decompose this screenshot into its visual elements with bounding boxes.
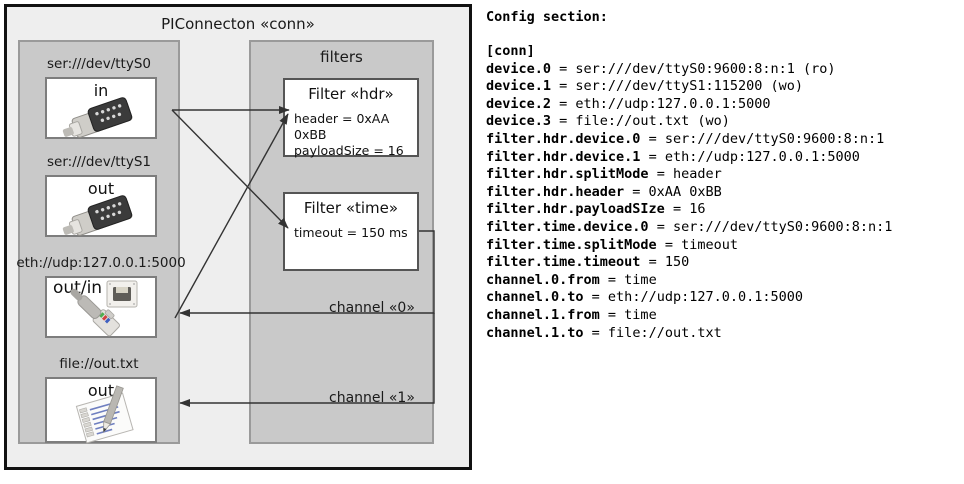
text-file-icon: [75, 385, 134, 444]
device-label-ser-ttys1: ser:///dev/ttyS1: [47, 154, 151, 170]
config-line: channel.1.to = file://out.txt: [486, 325, 892, 343]
config-value: = ser:///dev/ttyS1:115200 (wo): [551, 78, 803, 95]
config-line: filter.time.device.0 = ser:///dev/ttyS0:…: [486, 219, 892, 237]
serial-port-icon: [62, 97, 133, 138]
config-line: filter.hdr.splitMode = header: [486, 166, 892, 184]
config-value: = ser:///dev/ttyS0:9600:8:n:1: [640, 130, 885, 147]
config-section: Config section: [conn]device.0 = ser:///…: [483, 0, 964, 484]
config-value: = 16: [664, 201, 706, 218]
config-key: channel.0.from: [486, 271, 600, 288]
config-value: = eth://udp:127.0.0.1:5000: [551, 95, 771, 112]
config-key: filter.time.splitMode: [486, 236, 657, 253]
config-line: filter.hdr.payloadSIze = 16: [486, 201, 892, 219]
config-key: filter.hdr.header: [486, 183, 625, 200]
config-value: = timeout: [656, 236, 738, 253]
device-direction-label: out/in: [53, 278, 103, 298]
diagram-title: PIConnecton «conn»: [161, 15, 315, 33]
config-key: device.0: [486, 60, 552, 77]
filter-title-time: Filter «time»: [303, 199, 399, 217]
config-value: = 0xAA 0xBB: [624, 183, 722, 200]
device-box-ser-ttys0[interactable]: in: [45, 77, 157, 139]
device-box-eth-udp[interactable]: out/in: [45, 276, 157, 338]
config-key: filter.hdr.device.1: [486, 148, 641, 165]
config-key: filter.time.timeout: [486, 254, 641, 271]
config-line: device.3 = file://out.txt (wo): [486, 113, 892, 131]
filter-title-hdr: Filter «hdr»: [308, 85, 394, 103]
device-label-eth-udp: eth://udp:127.0.0.1:5000: [16, 255, 186, 271]
config-value: = file://out.txt (wo): [551, 113, 730, 130]
config-line: filter.hdr.header = 0xAA 0xBB: [486, 184, 892, 202]
device-box-file-out[interactable]: out: [45, 377, 157, 444]
filters-panel: filters Filter «hdr» header = 0xAA 0xBB …: [249, 40, 434, 444]
config-line: channel.0.from = time: [486, 272, 892, 290]
filter-attr: timeout = 150 ms: [294, 225, 408, 240]
config-key: channel.0.to: [486, 289, 584, 306]
filter-attrs-hdr: header = 0xAA 0xBB payloadSize = 16: [294, 111, 417, 159]
config-lines: [conn]device.0 = ser:///dev/ttyS0:9600:8…: [486, 43, 892, 342]
config-line: device.1 = ser:///dev/ttyS1:115200 (wo): [486, 78, 892, 96]
config-value: = time: [599, 271, 657, 288]
config-key: filter.time.device.0: [486, 218, 649, 235]
architecture-diagram: PIConnecton «conn» ser:///dev/ttyS0 in: [0, 0, 480, 484]
device-direction-label: out: [87, 179, 115, 198]
device-box-ser-ttys1[interactable]: out: [45, 175, 157, 237]
filter-attrs-time: timeout = 150 ms: [294, 225, 408, 241]
config-key: [conn]: [486, 43, 535, 59]
config-line: filter.time.splitMode = timeout: [486, 237, 892, 255]
filter-box-hdr[interactable]: Filter «hdr» header = 0xAA 0xBB payloadS…: [283, 78, 419, 159]
config-value: = ser:///dev/ttyS0:9600:8:n:1 (ro): [551, 60, 836, 77]
config-key: filter.hdr.payloadSIze: [486, 201, 665, 218]
devices-panel: ser:///dev/ttyS0 in: [16, 40, 186, 444]
device-direction-label: out: [87, 381, 115, 400]
config-value: = ser:///dev/ttyS0:9600:8:n:1: [648, 218, 893, 235]
filters-panel-title: filters: [320, 48, 363, 66]
config-key: channel.1.from: [486, 306, 600, 323]
config-key: filter.hdr.splitMode: [486, 166, 649, 183]
device-direction-label: in: [93, 81, 109, 100]
config-value: = eth://udp:127.0.0.1:5000: [640, 148, 860, 165]
channel-label-0: channel «0»: [329, 300, 415, 316]
config-line: filter.time.timeout = 150: [486, 254, 892, 272]
config-line: filter.hdr.device.0 = ser:///dev/ttyS0:9…: [486, 131, 892, 149]
channel-label-1: channel «1»: [329, 390, 415, 406]
filter-box-time[interactable]: Filter «time» timeout = 150 ms: [283, 192, 419, 271]
config-heading: Config section:: [486, 9, 608, 25]
serial-port-icon: [62, 195, 133, 236]
filter-attr: header = 0xAA 0xBB: [294, 111, 390, 142]
config-key: channel.1.to: [486, 324, 584, 341]
config-key: device.2: [486, 95, 552, 112]
config-value: = 150: [640, 254, 690, 271]
config-key: filter.hdr.device.0: [486, 130, 641, 147]
config-line: device.2 = eth://udp:127.0.0.1:5000: [486, 96, 892, 114]
config-line: channel.1.from = time: [486, 307, 892, 325]
config-line: filter.hdr.device.1 = eth://udp:127.0.0.…: [486, 149, 892, 167]
config-value: = eth://udp:127.0.0.1:5000: [583, 289, 803, 306]
config-value: = header: [648, 166, 722, 183]
config-line: [conn]: [486, 43, 892, 61]
config-value: = file://out.txt: [583, 324, 722, 341]
config-key: device.3: [486, 113, 552, 130]
filter-attr: payloadSize = 16: [294, 143, 404, 158]
ethernet-jack-icon: [70, 280, 138, 337]
config-line: device.0 = ser:///dev/ttyS0:9600:8:n:1 (…: [486, 61, 892, 79]
config-value: = time: [599, 306, 657, 323]
device-label-file-out: file://out.txt: [59, 356, 139, 372]
config-key: device.1: [486, 78, 552, 95]
device-label-ser-ttys0: ser:///dev/ttyS0: [47, 56, 151, 72]
config-line: channel.0.to = eth://udp:127.0.0.1:5000: [486, 289, 892, 307]
